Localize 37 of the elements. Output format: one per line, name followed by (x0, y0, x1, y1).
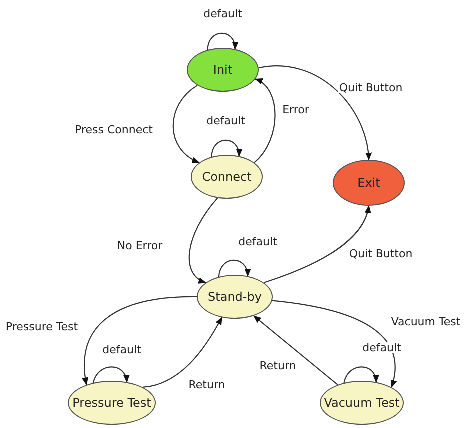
arrow (253, 316, 338, 386)
arrow (272, 300, 397, 388)
edge-label: Press Connect (74, 124, 154, 136)
arrow (82, 296, 198, 386)
state-ellipse (191, 155, 263, 199)
edge-label: default (238, 236, 278, 248)
arrow (344, 366, 379, 384)
arrow (264, 205, 371, 284)
edge-label: Quit Button (348, 248, 414, 260)
arrow (211, 140, 242, 158)
edge-label: Error (282, 104, 310, 116)
edge-label: default (202, 8, 244, 20)
edge-label: Return (258, 360, 298, 372)
edge-label: Vacuum Test (390, 316, 462, 328)
state-name: Stand-by (208, 291, 262, 303)
edge-label: Return (188, 380, 226, 390)
arrow (92, 366, 129, 384)
edge-label: Quit Button (338, 82, 404, 94)
arrow (172, 85, 200, 164)
arrow (207, 32, 238, 50)
edge-label: default (206, 116, 246, 126)
arrow (143, 316, 222, 388)
state-name: Exit (358, 177, 380, 189)
state-name: Pressure Test (72, 397, 152, 409)
edge-label: default (102, 344, 142, 356)
arrow (258, 66, 372, 161)
arrow (254, 78, 276, 164)
edge-label: No Error (116, 240, 164, 252)
state-ellipse (187, 48, 259, 92)
state-name: Connect (202, 171, 252, 183)
state-name: Init (213, 64, 233, 76)
edge-label: Pressure Test (4, 322, 80, 332)
state-ellipse (197, 275, 273, 319)
state-name: Vacuum Test (324, 397, 400, 409)
arrow (188, 198, 218, 284)
arrow (218, 260, 250, 278)
edge-label: default (362, 342, 402, 354)
